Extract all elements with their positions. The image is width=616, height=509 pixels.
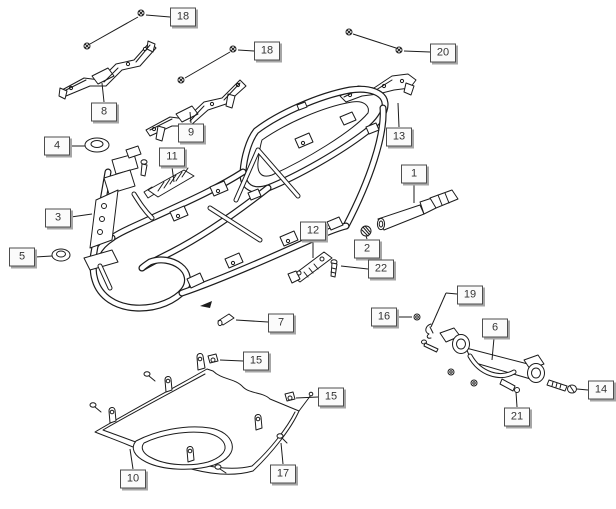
part-main-frame — [89, 85, 389, 312]
part-screws-18 — [83, 9, 237, 84]
direction-arrow — [200, 301, 212, 308]
callout-18a[interactable]: 18 — [170, 7, 196, 27]
leader-line-6 — [491, 337, 495, 361]
part-engine-mount-6 — [421, 327, 545, 387]
callout-11[interactable]: 11 — [159, 147, 185, 167]
callout-21[interactable]: 21 — [504, 407, 530, 427]
callout-20[interactable]: 20 — [430, 43, 456, 63]
part-sleeve-7 — [217, 313, 235, 327]
callout-15a[interactable]: 15 — [243, 351, 269, 371]
callout-15b[interactable]: 15 — [318, 387, 344, 407]
part-crossmember-9 — [145, 79, 247, 142]
callout-1[interactable]: 1 — [401, 164, 427, 184]
screw-17 — [276, 433, 284, 439]
part-floor-panel-10 — [94, 353, 314, 475]
callout-4[interactable]: 4 — [44, 136, 70, 156]
leader-line-2 — [365, 235, 368, 240]
callout-19[interactable]: 19 — [457, 285, 483, 305]
callout-9[interactable]: 9 — [178, 123, 204, 143]
callout-6[interactable]: 6 — [482, 318, 508, 338]
part-screws-20 — [345, 28, 403, 54]
leader-line-15a — [219, 359, 244, 362]
leader-line-10 — [129, 448, 134, 470]
leader-line-8 — [101, 82, 105, 103]
leader-line-21 — [515, 391, 518, 408]
leader-line-15b — [295, 396, 319, 399]
part-grommet-4 — [84, 137, 110, 153]
leader-line-19 — [445, 292, 458, 295]
callout-10[interactable]: 10 — [120, 469, 146, 489]
leader-line-17 — [280, 442, 284, 465]
part-front-frame-3 — [83, 145, 142, 291]
callout-2[interactable]: 2 — [354, 239, 380, 259]
part-screws-15-17 — [89, 353, 296, 474]
part-grommet-5 — [51, 248, 71, 262]
leader-line-5 — [34, 255, 53, 258]
leader-line-18b — [184, 51, 231, 79]
callout-16[interactable]: 16 — [371, 307, 397, 327]
part-footrest-12 — [287, 251, 333, 284]
callout-3[interactable]: 3 — [45, 208, 71, 228]
leader-line-13 — [397, 102, 400, 128]
part-tube-1 — [376, 189, 459, 231]
callout-12[interactable]: 12 — [300, 221, 326, 241]
part-stud-21 — [499, 378, 520, 393]
part-clamp-2 — [360, 225, 372, 237]
callout-8[interactable]: 8 — [91, 102, 117, 122]
callout-14[interactable]: 14 — [588, 380, 614, 400]
leader-line-7 — [235, 319, 269, 323]
callout-18b[interactable]: 18 — [254, 41, 280, 61]
leader-line-14 — [576, 388, 589, 391]
part-bolt-14 — [546, 379, 577, 394]
part-clip-19 — [425, 323, 434, 339]
part-crossmember-8 — [58, 40, 157, 100]
part-nut-16 — [413, 313, 421, 321]
callout-22[interactable]: 22 — [368, 259, 394, 279]
part-sleeve-11 — [140, 159, 195, 199]
leader-line-18a — [145, 14, 171, 18]
leader-line-18b — [237, 49, 255, 52]
callout-13[interactable]: 13 — [386, 127, 412, 147]
leader-line-9 — [189, 111, 192, 124]
leader-line-22 — [340, 265, 369, 270]
leader-line-19 — [430, 292, 447, 328]
leader-line-18a — [89, 16, 139, 45]
callout-17[interactable]: 17 — [270, 464, 296, 484]
callout-5[interactable]: 5 — [9, 247, 35, 267]
leader-line-20 — [403, 50, 431, 53]
leader-line-3 — [70, 213, 93, 218]
part-bolt-22 — [330, 259, 338, 278]
leader-line-11 — [171, 166, 175, 183]
callout-7[interactable]: 7 — [268, 313, 294, 333]
callout-leader-lines — [34, 14, 589, 470]
leader-line-20 — [352, 33, 397, 49]
